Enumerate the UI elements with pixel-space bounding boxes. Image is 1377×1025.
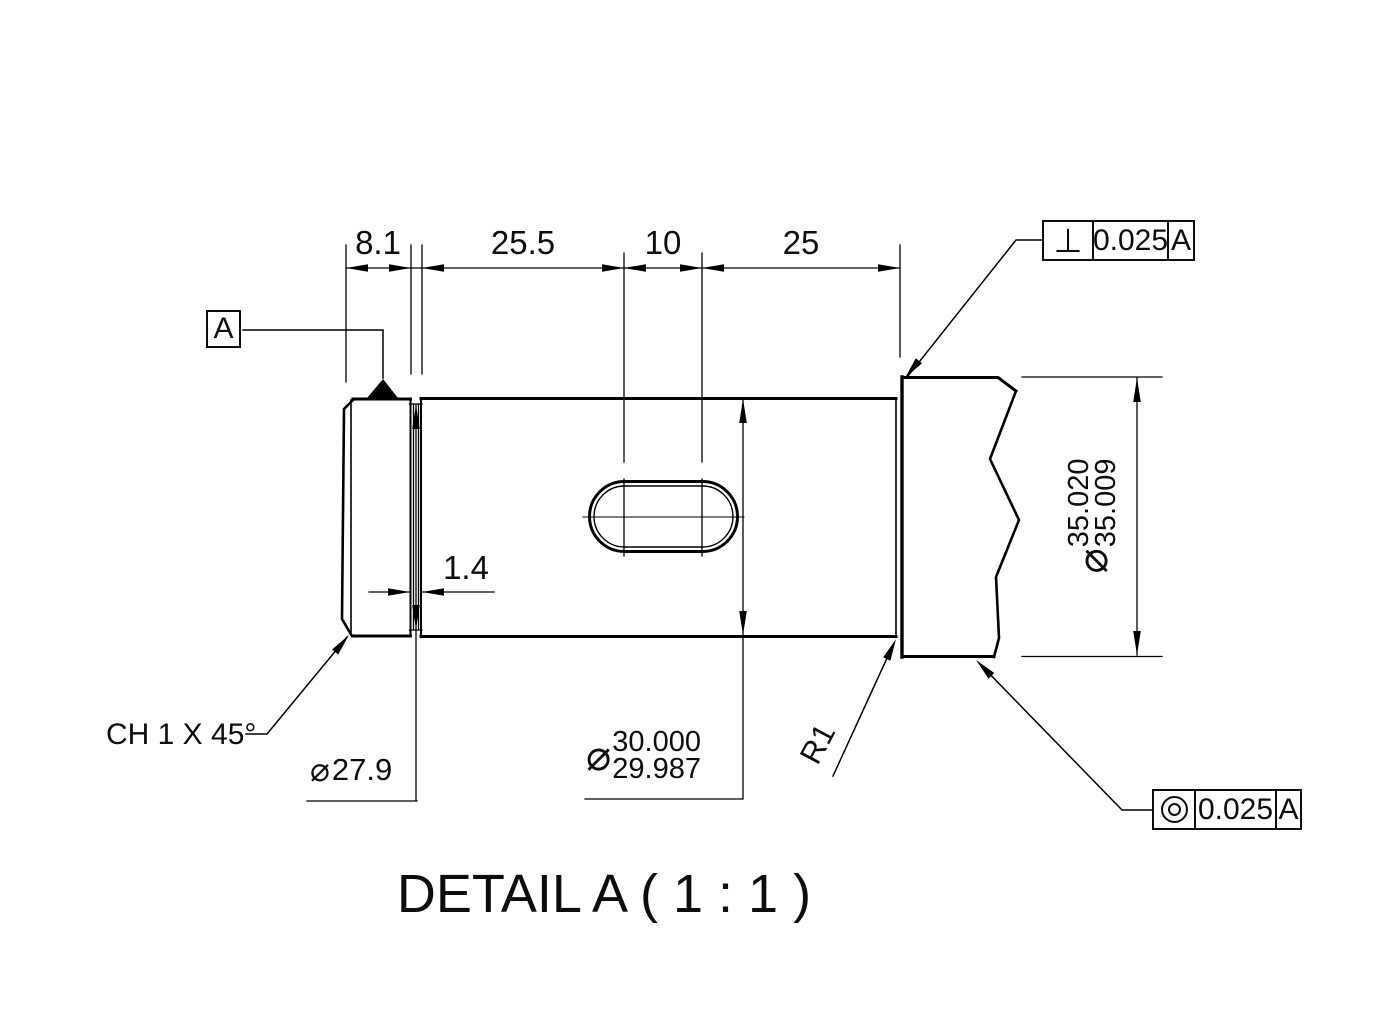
dim-25-label: 25 [782, 224, 820, 261]
dia-30-upper-limit: 30.000 [612, 726, 701, 758]
shaft-dia-30-label: ⌀ 30.000 29.987 [586, 726, 701, 785]
dim-8-1-label: 8.1 [355, 224, 401, 261]
dia-35-lower-limit: 35.009 [1090, 458, 1122, 548]
view-title: DETAIL A ( 1 : 1 ) [396, 864, 812, 924]
perpendicularity-tolerance: 0.025 [1092, 222, 1168, 259]
perpendicularity-datum-ref: A [1167, 222, 1193, 259]
datum-triangle-icon [367, 379, 398, 398]
fcf-perpendicularity: ⊥ 0.025 A [1042, 220, 1195, 261]
coaxiality-datum-ref: A [1275, 791, 1300, 828]
shaft-dia-35-label: ⌀ 35.020 35.009 [1063, 458, 1122, 574]
keyway-slot [582, 480, 745, 553]
datum-a-label: A [213, 312, 234, 345]
fcf-coaxiality: 0.025 A [1152, 789, 1302, 830]
diameter-symbol-icon: ⌀ [1068, 548, 1117, 574]
datum-a-box: A [206, 310, 241, 348]
diameter-symbol-icon: ⌀ [310, 750, 330, 789]
dim-10-label: 10 [644, 224, 682, 261]
shaft-outline [340, 375, 1021, 659]
dia-30-lower-limit: 29.987 [612, 753, 701, 785]
leader-lines [242, 239, 1153, 811]
concentricity-icon [1160, 796, 1188, 823]
groove-diameter-value: 27.9 [331, 751, 393, 787]
groove-diameter-label: ⌀ 27.9 [310, 750, 392, 789]
chamfer-note: CH 1 X 45° [106, 718, 257, 751]
arrowheads [332, 264, 1141, 679]
dim-25-5-label: 25.5 [490, 224, 556, 261]
dim-1-4-label: 1.4 [443, 549, 489, 586]
diameter-symbol-icon: ⌀ [586, 731, 612, 780]
dia-35-upper-limit: 35.020 [1063, 458, 1095, 548]
perpendicularity-icon: ⊥ [1053, 221, 1083, 260]
extension-lines [345, 244, 1163, 658]
coaxiality-tolerance: 0.025 [1194, 791, 1275, 828]
